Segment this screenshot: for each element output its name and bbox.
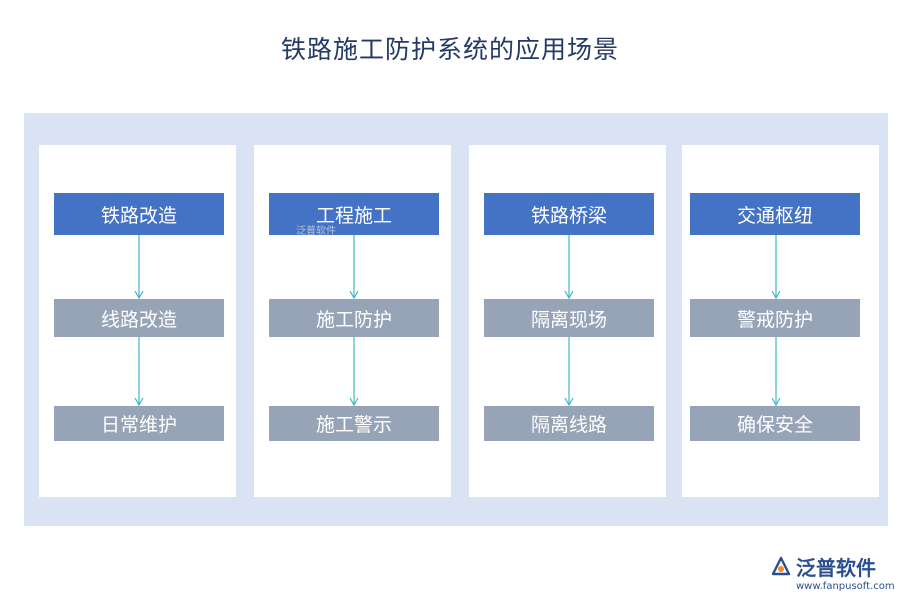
arrow-connector — [771, 235, 781, 300]
scenario-step-box: 隔离现场 — [484, 299, 654, 337]
logo-name: 泛普软件 — [796, 556, 876, 580]
scenario-head-box: 交通枢纽 — [690, 193, 860, 235]
diagram-title: 铁路施工防护系统的应用场景 — [280, 35, 619, 64]
arrow-connector — [564, 235, 574, 300]
brand-logo: 泛普软件 www.fanpusoft.com — [768, 552, 895, 596]
arrow-connector — [564, 337, 574, 407]
arrow-connector — [134, 235, 144, 300]
scenario-column-2: 工程施工 施工防护 施工警示 — [254, 145, 451, 497]
scenario-head-box: 铁路改造 — [54, 193, 224, 235]
arrow-connector — [349, 337, 359, 407]
arrow-connector — [134, 337, 144, 407]
scenario-head-box: 铁路桥梁 — [484, 193, 654, 235]
scenario-column-1: 铁路改造 线路改造 日常维护 — [39, 145, 236, 497]
scenario-column-3: 铁路桥梁 隔离现场 隔离线路 — [469, 145, 666, 497]
scenario-result-box: 日常维护 — [54, 406, 224, 441]
scenario-result-box: 施工警示 — [269, 406, 439, 441]
logo-mark-icon — [768, 554, 794, 584]
logo-url: www.fanpusoft.com — [796, 581, 895, 592]
arrow-connector — [349, 235, 359, 300]
scenario-step-box: 线路改造 — [54, 299, 224, 337]
scenario-step-box: 警戒防护 — [690, 299, 860, 337]
scenario-step-box: 施工防护 — [269, 299, 439, 337]
scenario-result-box: 隔离线路 — [484, 406, 654, 441]
scenario-result-box: 确保安全 — [690, 406, 860, 441]
watermark: 泛普软件 — [296, 226, 336, 237]
arrow-connector — [771, 337, 781, 407]
scenario-column-4: 交通枢纽 警戒防护 确保安全 — [682, 145, 879, 497]
scenario-head-box: 工程施工 — [269, 193, 439, 235]
